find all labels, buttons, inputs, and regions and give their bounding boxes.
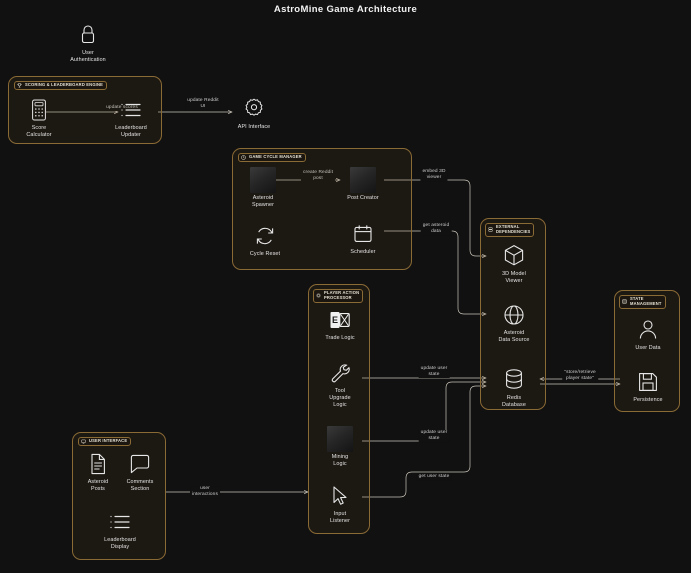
person-icon (638, 317, 658, 343)
group-label-external-dependencies: EXTERNAL DEPENDENCIES (485, 223, 535, 237)
group-user-interface[interactable]: USER INTERFACE Asteroid Posts Comments S… (72, 432, 166, 560)
node-label-tool-upgrade-logic: Tool Upgrade Logic (329, 388, 351, 408)
node-label-mining-logic: Mining Logic (331, 454, 349, 467)
edge-label-store-retrieve-player-state: "store/retrieve player state" (562, 370, 598, 382)
group-label-scoring-leaderboard-engine: SCORING & LEADERBOARD ENGINE (14, 81, 108, 90)
node-label-user-data: User Data (635, 345, 661, 351)
image-tile-icon (250, 167, 276, 193)
node-label-comments-section: Comments Section (126, 479, 154, 492)
node-trade-logic[interactable]: E Trade Logic (310, 307, 370, 342)
refresh-icon (254, 223, 276, 249)
group-label-game-cycle-manager: GAME CYCLE MANAGER (238, 153, 306, 162)
comment-icon (129, 451, 151, 477)
node-tool-upgrade-logic[interactable]: Tool Upgrade Logic (310, 360, 370, 409)
document-icon (89, 451, 107, 477)
group-player-action-processor[interactable]: PLAYER ACTION PROCESSOR E Trade Logic To… (308, 284, 370, 534)
node-api-interface[interactable]: API Interface (224, 96, 284, 131)
node-label-asteroid-data-source: Asteroid Data Source (498, 330, 530, 343)
group-state-management[interactable]: STATE MANAGEMENT User Data Persistence (614, 290, 680, 412)
group-label-state-management: STATE MANAGEMENT (619, 295, 666, 309)
trophy-icon (17, 83, 22, 88)
lock-icon (78, 22, 98, 48)
edge-label-embed-3d-viewer: embed 3D viewer (420, 169, 448, 181)
globe-icon (503, 302, 525, 328)
node-label-post-creator: Post Creator (347, 195, 379, 201)
node-label-score-calculator: Score Calculator (26, 125, 52, 138)
node-redis-database[interactable]: Redis Database (484, 367, 544, 409)
save-icon (637, 369, 659, 395)
layers-icon (622, 299, 627, 304)
clock-icon (241, 155, 246, 160)
node-score-calculator[interactable]: Score Calculator (9, 97, 69, 139)
group-label-text: PLAYER ACTION PROCESSOR (324, 290, 360, 300)
database-icon (503, 367, 525, 393)
spreadsheet-icon: E (329, 307, 351, 333)
node-label-persistence: Persistence (633, 397, 663, 403)
node-user-data[interactable]: User Data (618, 317, 678, 352)
group-label-text: GAME CYCLE MANAGER (249, 154, 302, 160)
node-cycle-reset[interactable]: Cycle Reset (235, 223, 295, 258)
node-label-leaderboard-updater: Leaderboard Updater (115, 125, 147, 138)
list-icon (119, 97, 143, 123)
edge-label-user-interactions: user interactions (190, 486, 220, 498)
node-persistence[interactable]: Persistence (618, 369, 678, 404)
image-tile-icon (327, 426, 353, 452)
node-label-3d-model-viewer: 3D Model Viewer (502, 271, 526, 284)
group-label-user-interface: USER INTERFACE (78, 437, 132, 446)
node-leaderboard-updater[interactable]: Leaderboard Updater (101, 97, 161, 139)
calendar-icon (353, 221, 373, 247)
edge-label-update-scores: update scores (104, 105, 140, 111)
node-mining-logic[interactable]: Mining Logic (310, 426, 370, 468)
node-label-cycle-reset: Cycle Reset (249, 251, 281, 257)
group-label-text: STATE MANAGEMENT (630, 296, 662, 306)
node-label-redis-database: Redis Database (502, 395, 526, 408)
node-leaderboard-display[interactable]: Leaderboard Display (90, 509, 150, 551)
node-input-listener[interactable]: Input Listener (310, 483, 370, 525)
cursor-icon (330, 483, 350, 509)
node-asteroid-posts[interactable]: Asteroid Posts (68, 451, 128, 493)
server-icon (488, 227, 493, 232)
image-tile-icon (350, 167, 376, 193)
wrench-icon (329, 360, 351, 386)
node-label-api-interface: API Interface (237, 124, 271, 130)
cpu-icon (316, 293, 321, 298)
group-game-cycle-manager[interactable]: GAME CYCLE MANAGER Asteroid Spawner Post… (232, 148, 412, 270)
svg-text:E: E (332, 315, 338, 325)
group-scoring-leaderboard-engine[interactable]: SCORING & LEADERBOARD ENGINE Score Calcu… (8, 76, 162, 144)
node-user-authentication[interactable]: User Authentication (58, 22, 118, 64)
group-external-dependencies[interactable]: EXTERNAL DEPENDENCIES 3D Model Viewer As… (480, 218, 546, 410)
cube-icon (503, 243, 525, 269)
group-label-player-action-processor: PLAYER ACTION PROCESSOR (313, 289, 364, 303)
node-asteroid-spawner[interactable]: Asteroid Spawner (233, 167, 293, 209)
node-label-trade-logic: Trade Logic (325, 335, 355, 341)
node-label-asteroid-posts: Asteroid Posts (87, 479, 109, 492)
list-icon (108, 509, 132, 535)
node-label-input-listener: Input Listener (330, 511, 350, 524)
node-label-user-authentication: User Authentication (70, 50, 106, 63)
edge-label-update-user-state-trade: update user state (418, 366, 450, 378)
node-label-scheduler: Scheduler (350, 249, 376, 255)
edge-label-get-user-state: get user state (416, 474, 452, 480)
node-3d-model-viewer[interactable]: 3D Model Viewer (484, 243, 544, 285)
edge-label-get-asteroid-data: get asteroid data (420, 223, 452, 235)
edge-label-create-reddit-post: create Reddit post (300, 170, 336, 182)
group-label-text: USER INTERFACE (89, 438, 128, 444)
calculator-icon (31, 97, 47, 123)
monitor-icon (81, 439, 86, 444)
node-comments-section[interactable]: Comments Section (110, 451, 170, 493)
node-asteroid-data-source[interactable]: Asteroid Data Source (484, 302, 544, 344)
edge-label-update-user-state-mining: update user state (418, 430, 450, 442)
edge-label-update-reddit-ui: update Reddit UI (185, 98, 221, 110)
group-label-text: EXTERNAL DEPENDENCIES (496, 224, 531, 234)
node-label-leaderboard-display: Leaderboard Display (104, 537, 136, 550)
node-scheduler[interactable]: Scheduler (333, 221, 393, 256)
node-post-creator[interactable]: Post Creator (333, 167, 393, 202)
node-label-asteroid-spawner: Asteroid Spawner (252, 195, 274, 208)
gear-icon (242, 96, 266, 122)
group-label-text: SCORING & LEADERBOARD ENGINE (25, 82, 104, 88)
page-title: AstroMine Game Architecture (273, 4, 418, 15)
